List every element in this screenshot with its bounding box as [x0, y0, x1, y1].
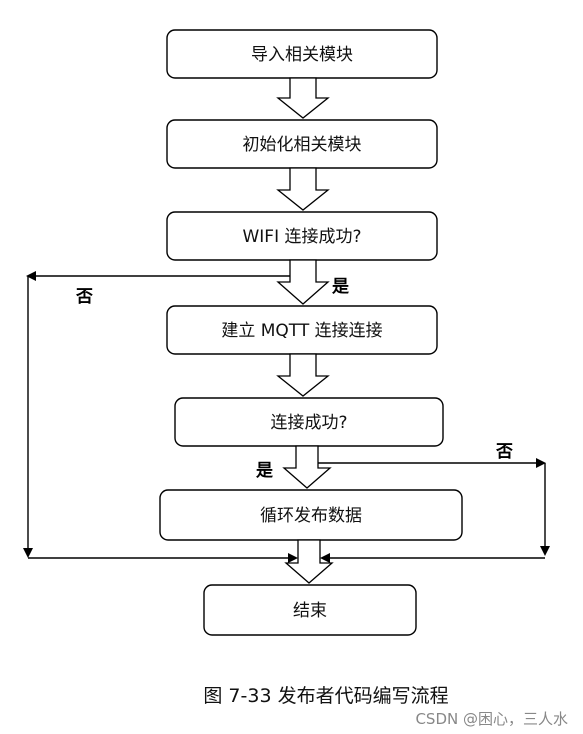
box-import-modules: 导入相关模块: [166, 29, 438, 79]
left-branch-down-arrowhead: [23, 548, 33, 558]
arrow-wifi-to-mqtt: [276, 259, 330, 305]
box-connected: 连接成功?: [174, 397, 444, 447]
box-mqtt-connect-text: 建立 MQTT 连接连接: [221, 321, 382, 341]
right-branch-down-arrowhead: [540, 546, 550, 556]
left-branch-top-arrowhead: [26, 271, 36, 281]
box-connected-text: 连接成功?: [270, 413, 347, 433]
arrow-mqtt-to-connected: [276, 353, 330, 397]
right-branch-bottom-arrowhead: [320, 553, 330, 563]
watermark: CSDN @困心，三人水: [415, 710, 568, 728]
arrow-import-to-init: [276, 77, 330, 119]
box-init-modules: 初始化相关模块: [166, 119, 438, 169]
arrow-init-to-wifi: [276, 167, 330, 211]
box-loop-publish: 循环发布数据: [159, 489, 463, 541]
figure-caption: 图 7-33 发布者代码编写流程: [203, 685, 448, 707]
arrow-loop-to-end: [284, 539, 334, 584]
box-init-modules-text: 初始化相关模块: [243, 135, 362, 155]
left-branch-bottom-arrowhead: [288, 553, 298, 563]
label-no-left: 否: [75, 287, 93, 307]
box-end: 结束: [203, 584, 417, 636]
box-loop-publish-text: 循环发布数据: [260, 506, 362, 526]
box-end-text: 结束: [293, 601, 327, 621]
label-yes-wifi: 是: [332, 277, 349, 297]
box-import-modules-text: 导入相关模块: [251, 45, 353, 65]
box-wifi-connected-text: WIFI 连接成功?: [242, 227, 361, 247]
label-no-right: 否: [495, 442, 513, 462]
right-branch-top-arrowhead: [536, 458, 546, 468]
arrow-connected-to-loop: [282, 445, 332, 489]
box-wifi-connected: WIFI 连接成功?: [166, 211, 438, 261]
box-mqtt-connect: 建立 MQTT 连接连接: [166, 305, 438, 355]
label-yes-connected: 是: [256, 461, 273, 481]
